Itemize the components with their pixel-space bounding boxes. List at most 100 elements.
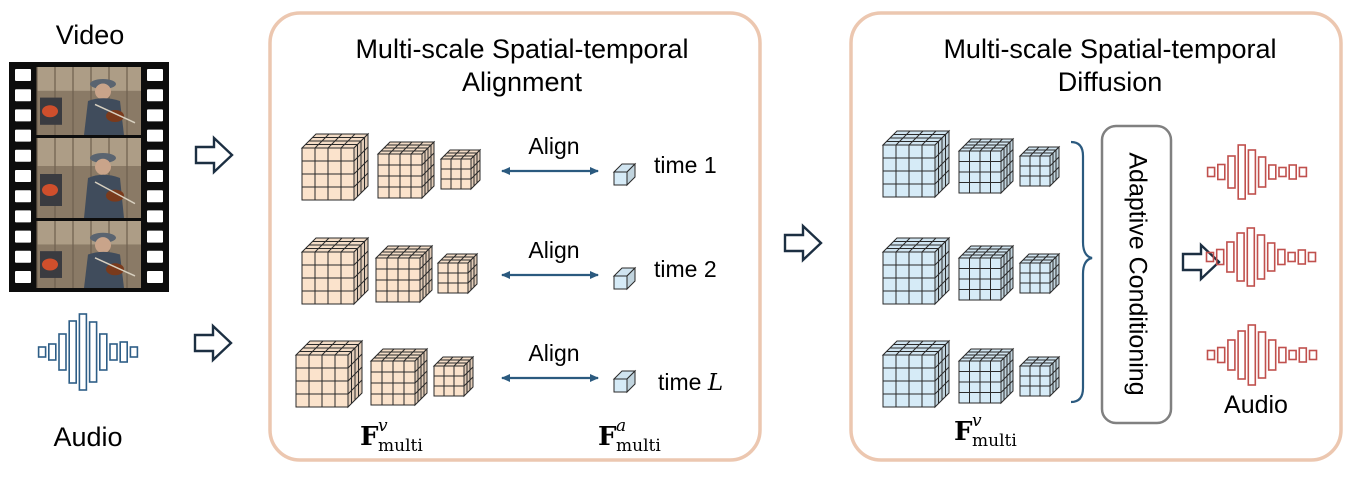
wave-bar [1277,248,1286,266]
wave-bar [129,346,139,358]
blue-cube-large [881,236,951,306]
blue-cube-large [881,339,951,409]
diffusion-feature-cubes [881,129,1061,409]
blue-cube-small [1018,145,1061,188]
sprocket-hole [147,210,163,223]
sprocket-hole [15,170,31,182]
peach-cube-small [439,148,482,191]
blue-cube-small [1018,355,1061,398]
curly-brace [1070,140,1093,404]
diffusion-panel-title-line1: Multi-scale Spatial-temporal [943,34,1276,64]
alignment-video-feature-label: F v multi [360,416,423,456]
video-label: Video [56,20,125,50]
wave-bar [58,333,67,371]
peach-cube-medium [374,244,434,304]
sprocket-hole [147,89,163,102]
wave-bar [1227,339,1236,371]
audio-feature-sup: a [616,416,626,436]
wave-bar [99,333,108,371]
sprocket-hole [147,230,163,243]
wave-bar [1217,163,1226,181]
flow-arrow-icon [194,135,234,175]
align-label: Align [528,133,579,159]
wave-bar [88,321,98,383]
wave-bar [1267,339,1277,371]
wave-bar [1247,149,1257,195]
align-label: Align [528,237,579,263]
sprocket-hole [147,190,163,203]
sprocket-hole [15,271,31,283]
sprocket-hole [147,109,163,122]
diffusion-feature-base: F [954,417,973,447]
audio-input-label: Audio [53,422,122,452]
alignment-panel-title-line2: Alignment [462,67,583,97]
sprocket-hole [15,210,31,223]
wave-bar [119,341,128,363]
wave-bar [1227,155,1236,189]
wave-bar [1257,156,1267,188]
wave-bar [1266,242,1276,272]
peach-cube-small [432,355,475,398]
sprocket-hole [147,69,163,81]
sprocket-hole [147,271,163,283]
time-label: time 1 [654,152,717,178]
sprocket-hole [15,109,31,122]
peach-cube-small [436,252,479,295]
video-frame [36,221,141,288]
audio-token-cube [612,369,637,394]
sprocket-hole [147,129,163,142]
video-frame [36,67,141,135]
alignment-audio-feature-label: F a multi [598,416,661,456]
input-audio-waveform [37,313,139,391]
wave-bar [1287,251,1296,263]
sprocket-hole [15,230,31,243]
flow-arrow-icon [783,223,823,263]
peach-cube-large [300,236,370,306]
blue-cube-medium [957,137,1015,195]
output-audio-waveforms [1205,144,1318,386]
wave-bar [1257,331,1267,379]
video-feature-base: F [360,422,379,452]
wave-bar [78,313,88,391]
diffusion-feature-sup: v [972,411,982,431]
sprocket-hole [15,190,31,203]
wave-bar [1256,234,1266,280]
wave-bar [1278,166,1287,178]
sprocket-hole [147,250,163,263]
wave-bar [1205,251,1215,263]
wave-bar [1298,166,1308,178]
wave-bar [1298,347,1308,363]
diffusion-panel-title-line2: Diffusion [1058,67,1163,97]
blue-cube-medium [957,347,1015,405]
audio-token-cube [612,266,637,291]
wave-bar [47,343,57,361]
wave-bar [37,346,47,358]
peach-cube-medium [376,140,436,200]
adaptive-conditioning-label: Adaptive Conditioning [1123,152,1151,395]
sprocket-hole [15,149,31,162]
wave-bar [1226,241,1235,273]
peach-cube-large [300,132,370,202]
sprocket-hole [15,89,31,102]
blue-cube-large [881,129,951,199]
audio-feature-base: F [598,422,617,452]
peach-cube-medium [369,347,429,407]
sprocket-hole [15,69,31,81]
wave-bar [1268,164,1277,180]
peach-cube-large [294,339,364,409]
time-label: time L [658,369,723,396]
audio-token-cube [612,162,637,187]
wave-bar [1246,227,1256,287]
alignment-panel [268,11,762,462]
video-filmstrip [9,62,169,292]
adaptive-conditioning-box [1100,124,1173,425]
alignment-panel-title-line1: Multi-scale Spatial-temporal [355,34,688,64]
wave-bar [1206,166,1216,178]
sprocket-hole [147,149,163,162]
wave-bar [1236,232,1245,282]
time-label: time 2 [654,256,717,282]
wave-bar [1307,251,1317,263]
diffusion-panel [849,11,1343,462]
